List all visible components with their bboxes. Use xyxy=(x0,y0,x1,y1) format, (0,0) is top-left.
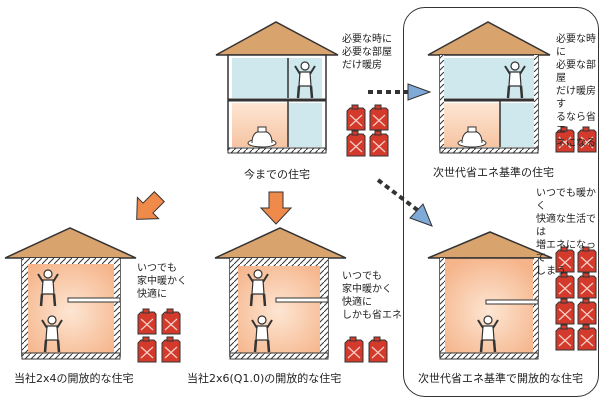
next-gen-open-note: いつでも暖かく 快適な生活では 増エネになって しまう xyxy=(536,188,596,277)
arrow-to-next-gen xyxy=(368,83,432,101)
arrow-to-2x6 xyxy=(260,191,292,225)
ours-2x4-caption: 当社2x4の開放的な住宅 xyxy=(14,372,134,385)
arrow-to-2x4 xyxy=(125,185,171,231)
current-note: 必要な時に 必要な部屋 だけ暖房 xyxy=(342,34,392,71)
ours-2x6-note: いつでも 家中暖かく 快適に しかも省エネ xyxy=(342,271,402,321)
next-gen-caption: 次世代省エネ基準の住宅 xyxy=(433,166,554,179)
ours-2x4-note: いつでも 家中暖かく 快適に xyxy=(137,263,187,300)
ours-2x6-caption: 当社2x6(Q1.0)の開放的な住宅 xyxy=(187,372,342,385)
ours-2x4-fuel-cans xyxy=(137,308,181,363)
current-fuel-cans xyxy=(346,104,389,157)
house-next-gen xyxy=(427,21,551,154)
next-gen-group-frame xyxy=(403,7,599,397)
ours-2x6-fuel-cans xyxy=(344,336,388,363)
house-ours-2x4 xyxy=(4,227,137,360)
current-caption: 今までの住宅 xyxy=(244,168,310,181)
arrow-to-next-gen-open xyxy=(376,178,433,227)
house-next-gen-open xyxy=(427,231,553,360)
house-ours-2x6 xyxy=(214,227,347,360)
house-current xyxy=(215,21,339,154)
next-gen-note: 必要な時に 必要な部屋 だけ暖房す るなら省エ ネになる xyxy=(556,34,596,149)
next-gen-open-caption: 次世代省エネ基準で開放的な住宅 xyxy=(418,372,583,385)
